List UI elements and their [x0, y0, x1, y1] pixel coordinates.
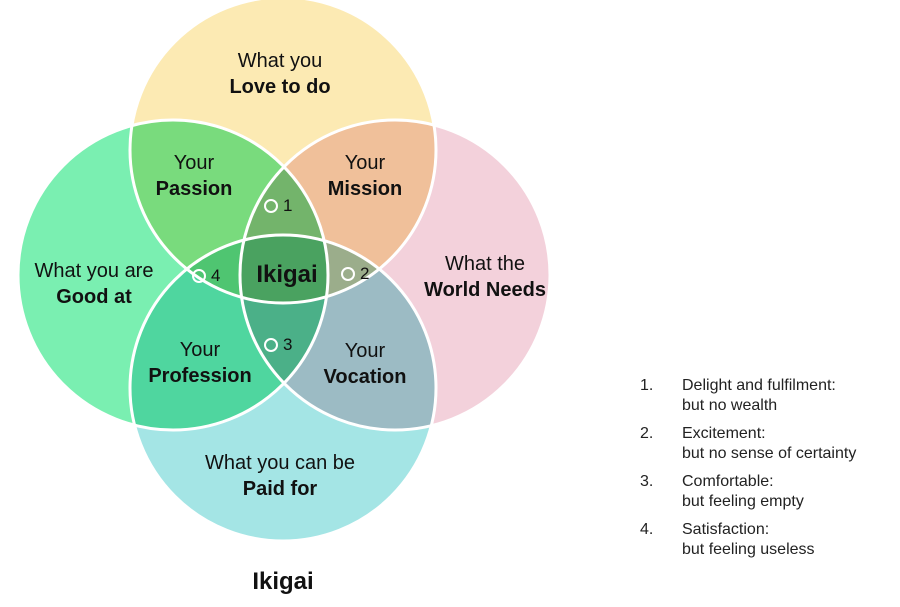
- marker-3: 3: [264, 335, 292, 355]
- marker-1: 1: [264, 196, 292, 216]
- legend-item: 3.Comfortable:but feeling empty: [640, 473, 804, 510]
- label-ikigai-center: Ikigai: [256, 261, 318, 288]
- marker-2: 2: [341, 264, 369, 284]
- circle-marker-icon: [341, 267, 355, 281]
- marker-4: 4: [192, 266, 220, 286]
- circle-marker-icon: [192, 269, 206, 283]
- legend-item: 2.Excitement:but no sense of certainty: [640, 425, 857, 462]
- circle-marker-icon: [264, 199, 278, 213]
- legend-item: 1.Delight and fulfilment:but no wealth: [640, 377, 836, 414]
- legend: 1.Delight and fulfilment:but no wealth 2…: [640, 376, 856, 568]
- circle-marker-icon: [264, 338, 278, 352]
- circle-paid: [130, 235, 436, 541]
- legend-item: 4.Satisfaction:but feeling useless: [640, 521, 815, 558]
- diagram-title: Ikigai: [252, 568, 314, 595]
